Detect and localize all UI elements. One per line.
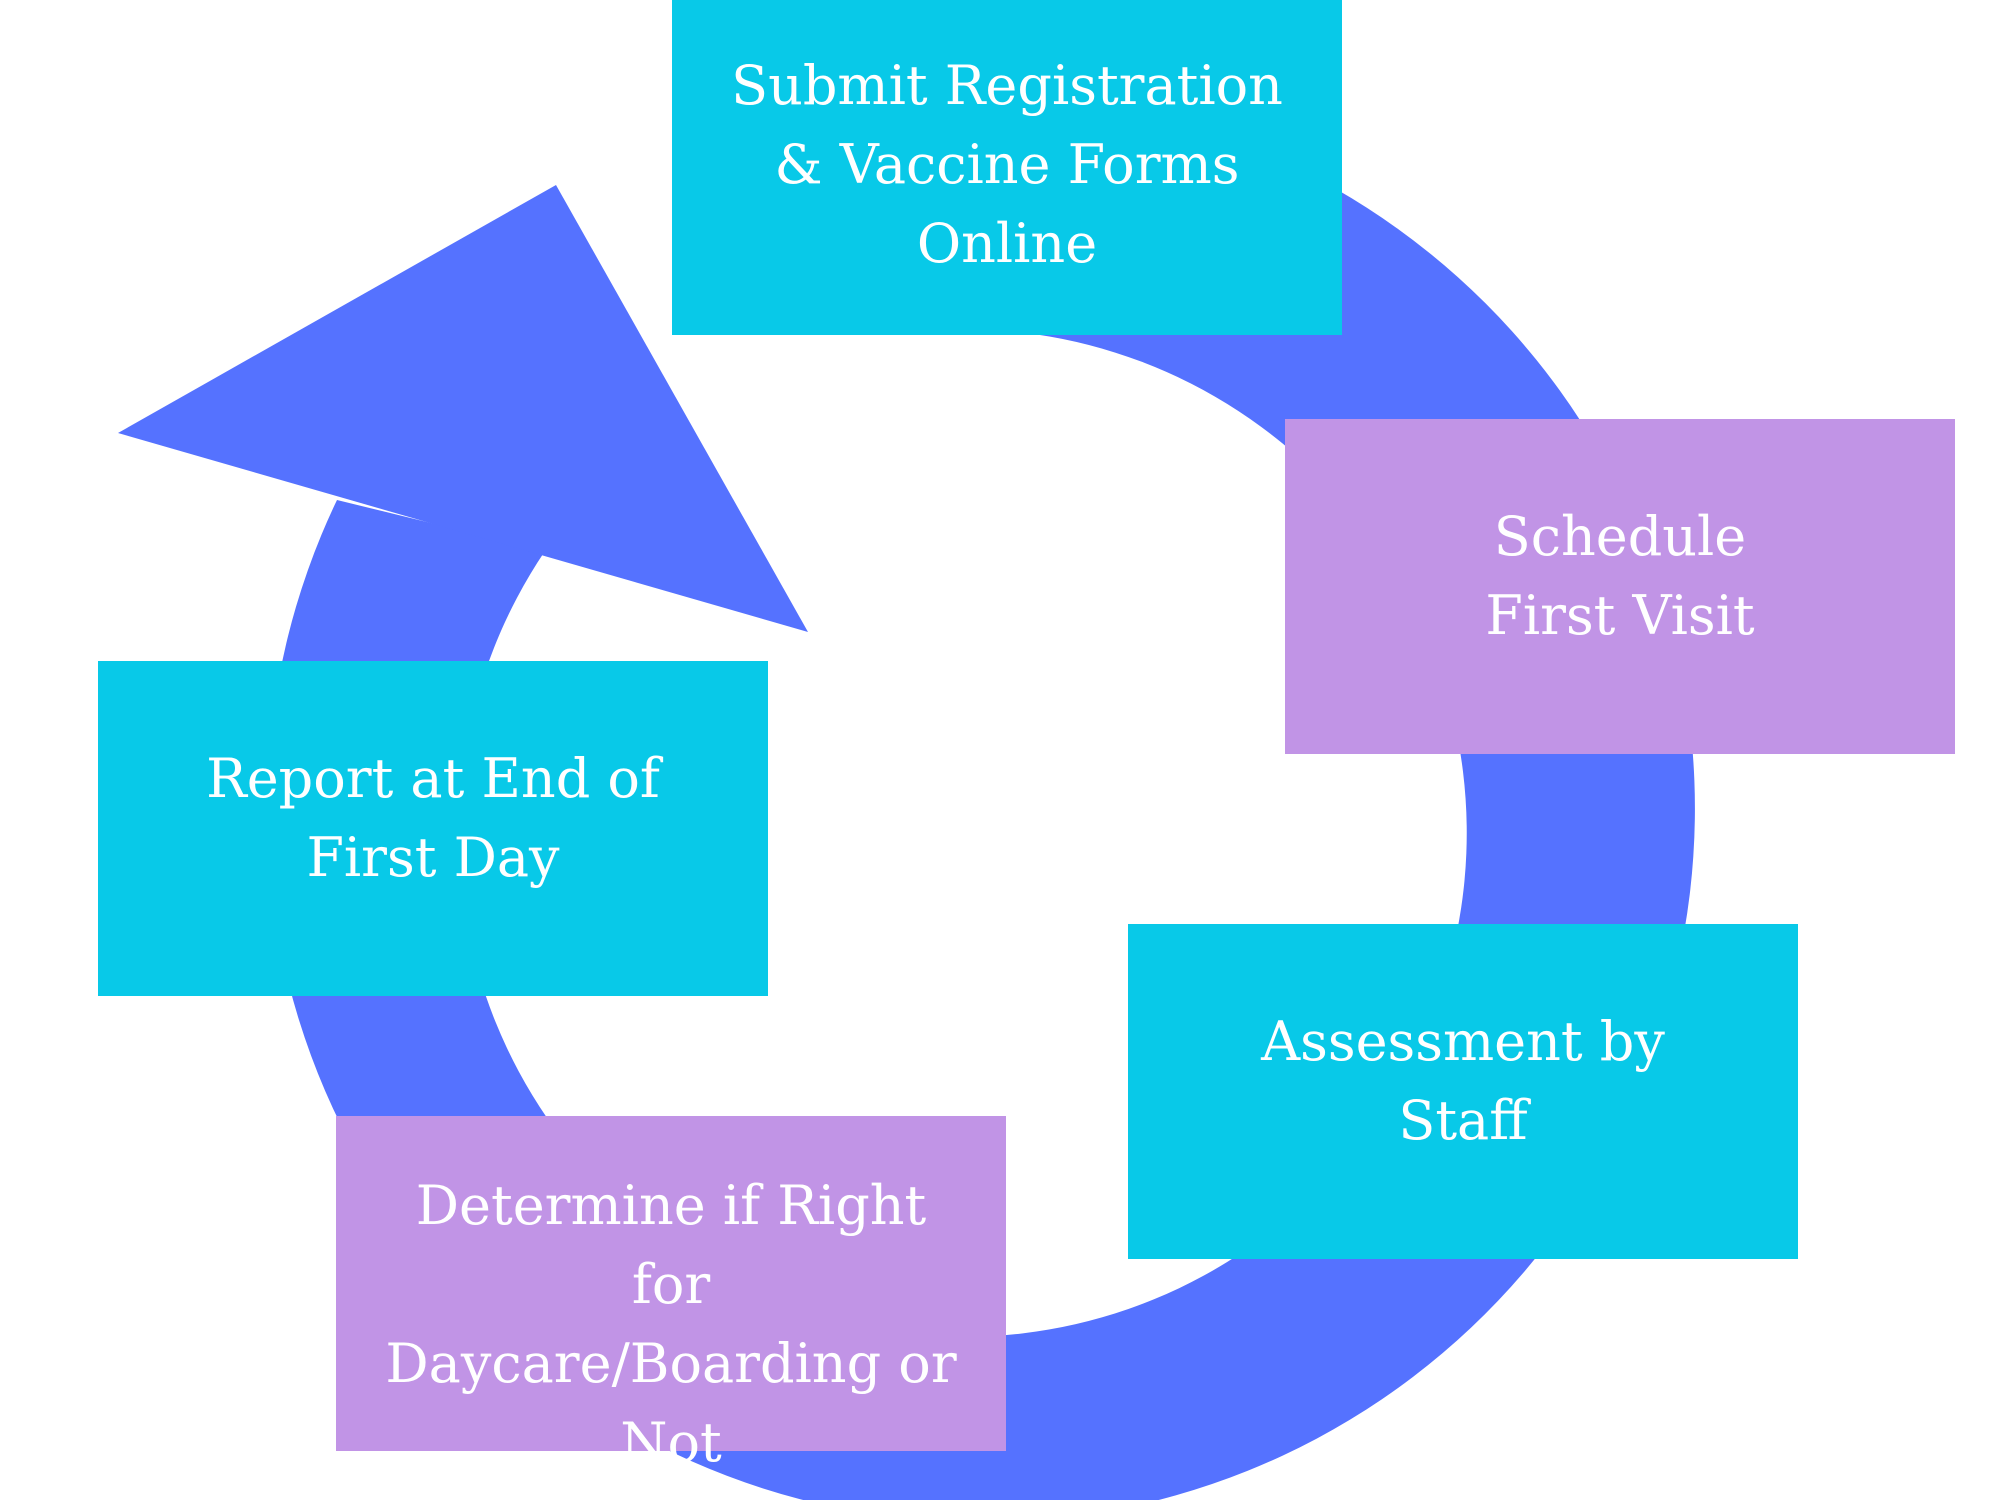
step-label: Schedule First Visit: [1485, 505, 1755, 647]
step-schedule-first-visit: Schedule First Visit: [1285, 419, 1955, 754]
step-label: Submit Registration & Vaccine Forms Onli…: [731, 54, 1283, 275]
step-submit-registration: Submit Registration & Vaccine Forms Onli…: [672, 0, 1342, 335]
step-label: Report at End of First Day: [206, 747, 660, 889]
step-report-end-of-first-day: Report at End of First Day: [98, 661, 768, 996]
step-determine-daycare-boarding: Determine if Right for Daycare/Boarding …: [336, 1116, 1006, 1474]
cycle-arrow-head: [118, 185, 808, 632]
step-label: Assessment by Staff: [1261, 1010, 1665, 1152]
step-label: Determine if Right for Daycare/Boarding …: [385, 1174, 957, 1474]
step-assessment-by-staff: Assessment by Staff: [1128, 924, 1798, 1259]
